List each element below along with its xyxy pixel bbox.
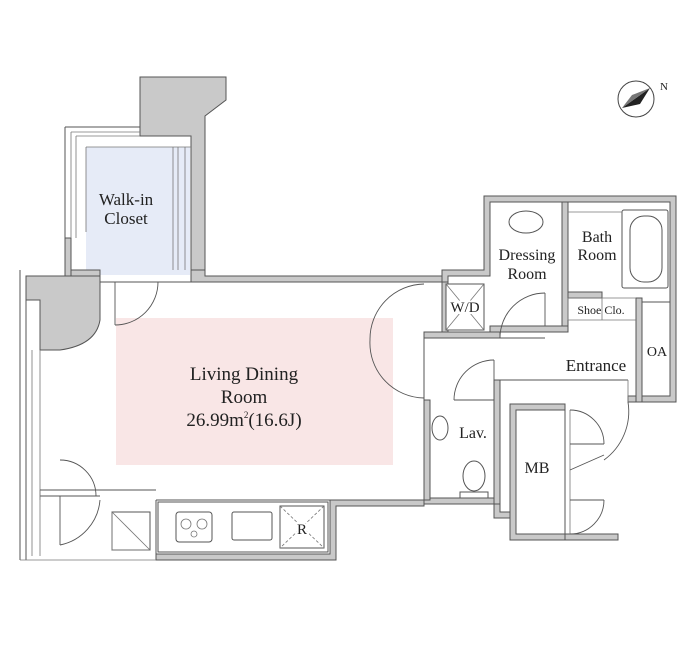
living-dining-label-2: Room: [221, 387, 268, 408]
north-compass: N: [617, 80, 668, 118]
living-room-highlight: [116, 318, 393, 465]
dressing-room-label-2: Room: [507, 266, 547, 283]
walk-in-closet-label: Walk-in: [99, 190, 154, 209]
meter-box-inner: [515, 409, 566, 535]
dressing-room-label: Dressing: [499, 247, 556, 264]
oa-left-wall: [635, 297, 643, 403]
shoe-closet-label: Shoe Clo.: [577, 303, 624, 317]
living-dining-label: Living Dining: [190, 364, 299, 385]
living-top-wall: [190, 269, 443, 283]
kitchen-bottom-wall: [155, 499, 425, 561]
oa-box: [641, 301, 671, 397]
lav-right-wall: [493, 379, 501, 505]
area-value: 26.99m: [186, 410, 244, 431]
entrance-label: Entrance: [566, 356, 626, 375]
bath-bottom-wall: [567, 291, 603, 299]
stove: [175, 511, 213, 543]
area-tatami: (16.6J): [248, 410, 301, 431]
dressing-bottom-wall: [489, 325, 569, 333]
bath-room-label-2: Room: [577, 247, 617, 264]
bath-room-label: Bath: [582, 229, 612, 246]
structural-column-left: [25, 275, 101, 351]
compass-north-label: N: [660, 81, 668, 93]
toilet-tank: [459, 491, 489, 499]
dressing-bath-wall: [561, 201, 569, 329]
entrance-lower-wall: [564, 533, 619, 541]
mb-label: MB: [525, 460, 550, 477]
bathtub-inner: [629, 215, 663, 283]
toilet-bowl: [462, 460, 486, 492]
lav-sink: [431, 415, 449, 441]
wd-label: W/D: [450, 300, 479, 316]
lav-label: Lav.: [459, 425, 487, 442]
hall-wall: [423, 331, 501, 339]
refrigerator-label: R: [297, 522, 307, 538]
dressing-sink: [508, 210, 544, 234]
living-dining-area: 26.99m2(16.6J): [186, 410, 301, 431]
oa-label: OA: [647, 345, 668, 360]
walk-in-closet-label-2: Closet: [104, 209, 148, 228]
closet-left-wall-2: [70, 269, 101, 277]
lav-left-wall: [423, 399, 431, 501]
kitchen-sink: [231, 511, 273, 541]
area-superscript: 2: [244, 410, 249, 420]
closet-left-wall: [64, 237, 72, 277]
